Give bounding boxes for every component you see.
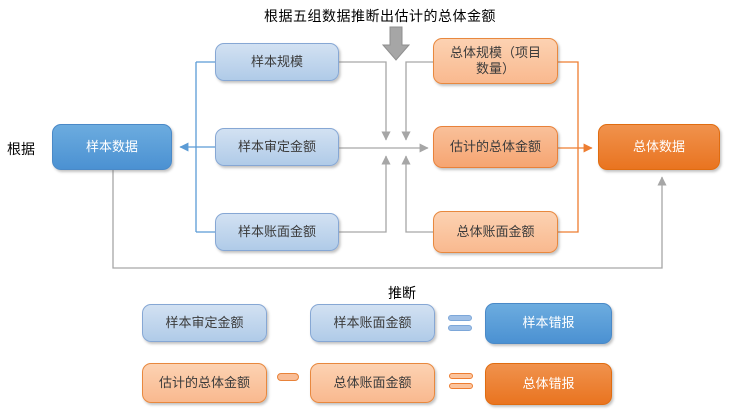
sample-audited-amount-box: 样本审定金额 — [215, 128, 339, 166]
eq2-equals-operator — [449, 373, 473, 389]
eq1-minuend-box: 样本审定金额 — [142, 304, 267, 342]
inference-label: 推断 — [388, 285, 416, 301]
population-size-box: 总体规模（项目 数量） — [433, 38, 558, 84]
estimated-population-amount-box: 估计的总体金额 — [433, 126, 558, 168]
population-book-amount-box: 总体账面金额 — [433, 211, 558, 253]
eq1-result-box: 样本错报 — [485, 303, 612, 344]
eq2-minuend-box: 估计的总体金额 — [142, 363, 267, 403]
eq2-subtrahend-box: 总体账面金额 — [310, 363, 435, 403]
sample-book-amount-box: 样本账面金额 — [215, 213, 339, 251]
down-arrow-icon — [381, 26, 411, 61]
population-data-box: 总体数据 — [598, 124, 720, 170]
eq1-equals-operator — [448, 315, 472, 331]
eq1-subtrahend-box: 样本账面金额 — [310, 304, 435, 342]
eq2-result-box: 总体错报 — [485, 363, 612, 405]
basis-label: 根据 — [7, 141, 35, 157]
eq2-minus-operator — [277, 373, 299, 381]
diagram-title: 根据五组数据推断出估计的总体金额 — [264, 8, 496, 24]
sample-size-box: 样本规模 — [215, 43, 339, 81]
sample-data-box: 样本数据 — [52, 124, 172, 170]
